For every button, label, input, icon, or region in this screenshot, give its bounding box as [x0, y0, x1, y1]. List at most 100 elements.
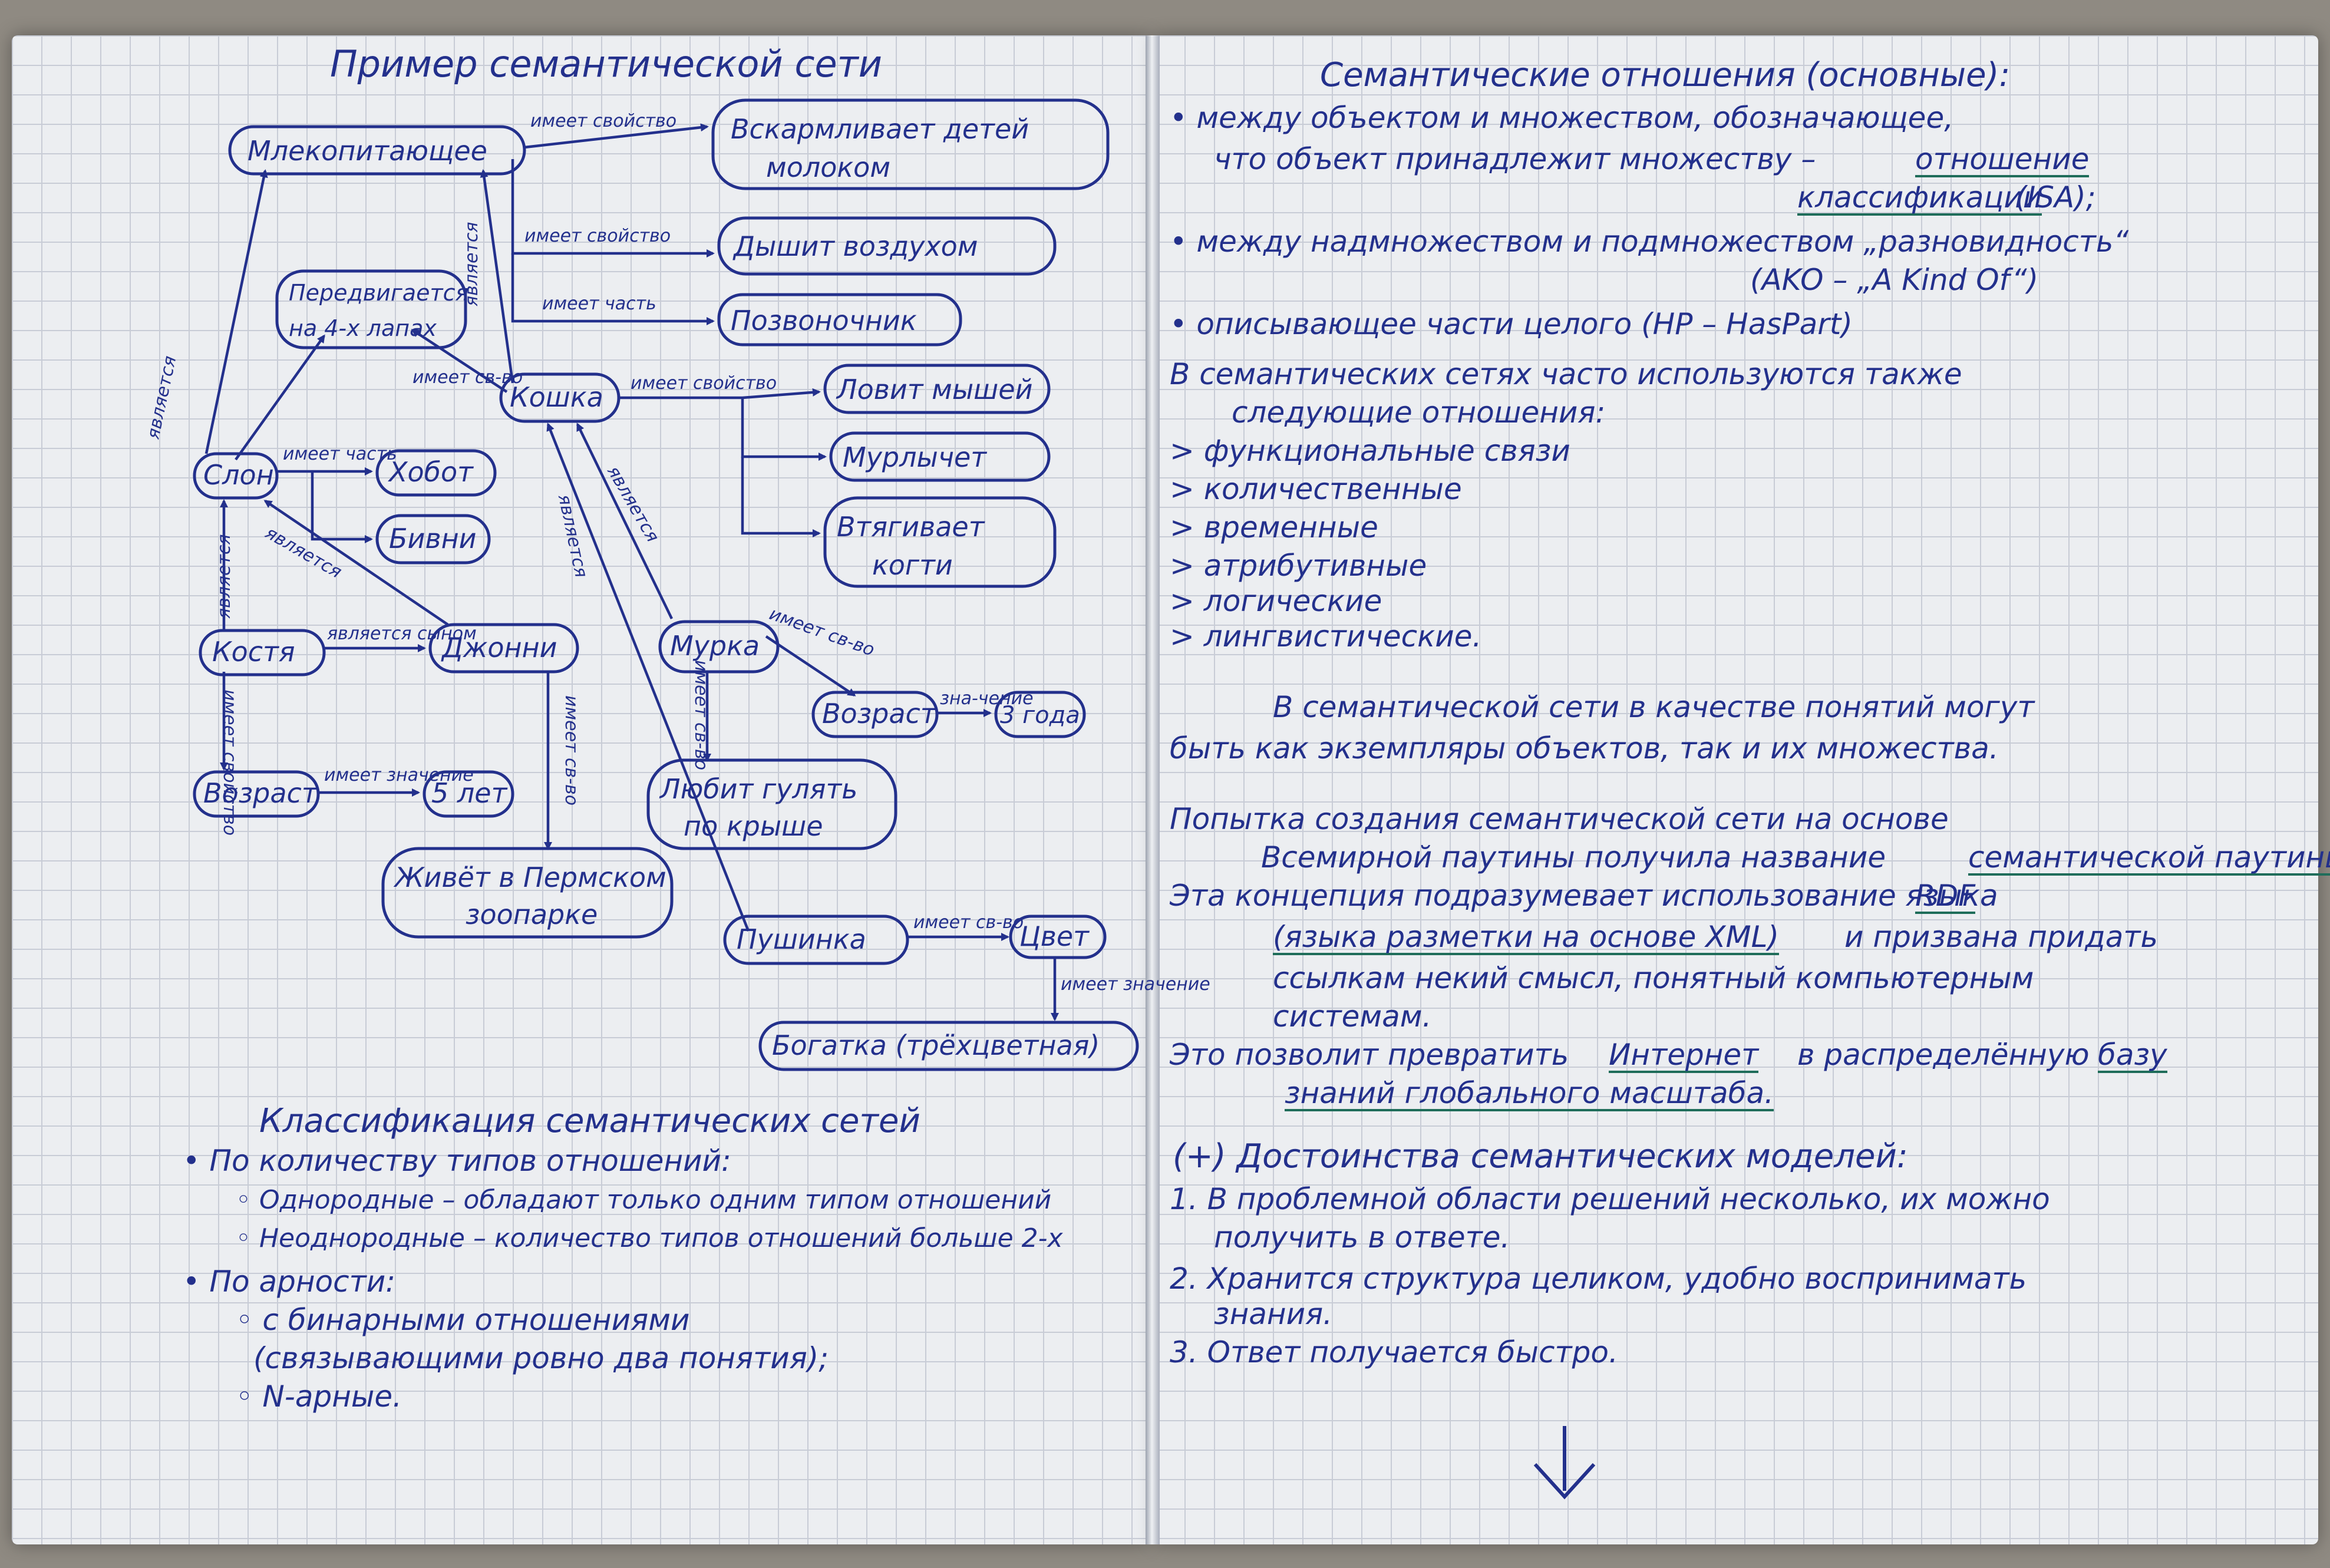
- node-label: Дышит воздухом: [732, 230, 978, 262]
- also-text: следующие отношения:: [1232, 395, 1606, 430]
- label-has-property: имеет св-во: [913, 912, 1024, 933]
- list-item: > функциональные связи: [1170, 434, 1570, 468]
- node-label: Ловит мышей: [836, 374, 1032, 405]
- label-is-relative: является сыном: [327, 623, 477, 644]
- edge-murka-age: [765, 635, 856, 696]
- relation-item: • между объектом и множеством, обозначаю…: [1170, 101, 1954, 135]
- node-claws: Втягивает когти: [823, 496, 1057, 588]
- semantic-web-term: семантической паутины.: [1968, 843, 2330, 876]
- node-elephant: Слон: [193, 452, 279, 500]
- classification-subitem: ◦ Однородные – обладают только одним тип…: [236, 1185, 1052, 1215]
- node-four-legs: Передвигается на 4-х лапах: [275, 269, 468, 349]
- node-label: Пушинка: [737, 923, 866, 955]
- rdf-term: RDF: [1915, 879, 1976, 914]
- edge-cat-purrs: [741, 398, 827, 461]
- advantages-title: (+) Достоинства семантических моделей:: [1173, 1137, 1908, 1176]
- notebook-left-page: [12, 35, 1149, 1544]
- semantic-web-text: Попытка создания семантической сети на о…: [1170, 802, 1949, 836]
- node-tusks: Бивни: [375, 514, 491, 565]
- edge-johnny-elephant: [263, 500, 449, 626]
- node-label: когти: [872, 549, 953, 581]
- internet-term: Интернет: [1609, 1038, 1759, 1073]
- label-has-value: имеет значение: [1061, 974, 1210, 995]
- edge-pushinka-cat: [546, 422, 750, 932]
- node-feeds-milk: Вскармливает детей молоком: [711, 98, 1110, 190]
- notebook-right-page: [1155, 35, 2318, 1544]
- node-calico: Богатка (трёхцветная): [758, 1021, 1139, 1071]
- relation-line: (ISA);: [2015, 180, 2096, 214]
- node-five-years: 5 лет: [423, 770, 514, 818]
- semantic-web-text: Всемирной паутины получила название: [1261, 840, 1886, 874]
- node-label: по крыше: [684, 810, 823, 842]
- node-label: Джонни: [441, 632, 557, 663]
- label-has-property: имеет свойство: [631, 373, 777, 394]
- node-label: Цвет: [1019, 920, 1090, 952]
- list-item: > лингвистические.: [1170, 619, 1482, 653]
- internet-text: знаний глобального масштаба.: [1285, 1076, 1774, 1111]
- classification-title: Классификация семантических сетей: [259, 1102, 920, 1140]
- node-age-kostya: Возраст: [193, 770, 320, 818]
- node-perm-zoo: Живёт в Пермском зоопарке: [381, 847, 674, 939]
- node-label: на 4-х лапах: [289, 315, 437, 341]
- relations-title: Семантические отношения (основные):: [1320, 56, 2011, 94]
- relation-item: • между надмножеством и подмножеством „р…: [1170, 225, 2129, 259]
- also-text: В семантических сетях часто используются…: [1170, 357, 1962, 391]
- node-label: Кошка: [510, 381, 603, 413]
- list-item: > атрибутивные: [1170, 549, 1427, 583]
- node-label: Костя: [212, 636, 295, 668]
- label-has-property: имеет свойство: [219, 689, 240, 836]
- label-has-property: имеет св-во: [767, 603, 877, 661]
- label-is-a: является: [554, 493, 592, 580]
- node-label: Вскармливает детей: [731, 113, 1029, 145]
- relation-term: классификации: [1797, 180, 2042, 216]
- advantage-item: 3. Ответ получается быстро.: [1170, 1335, 1618, 1369]
- node-label: молоком: [766, 151, 890, 183]
- classification-subitem: ◦ N-арные.: [236, 1379, 402, 1414]
- node-label: Слон: [203, 459, 274, 491]
- edge-labels: имеет свойство имеет свойство имеет част…: [143, 111, 1210, 995]
- concepts-text: В семантической сети в качестве понятий …: [1273, 690, 2035, 724]
- node-label: Бивни: [389, 523, 477, 554]
- node-kostya: Костя: [199, 629, 326, 676]
- node-purrs: Мурлычет: [829, 431, 1051, 482]
- advantage-item: получить в ответе.: [1214, 1220, 1510, 1255]
- node-johnny: Джонни: [428, 623, 579, 674]
- node-label: Хобот: [388, 456, 474, 488]
- edge-elephant-tusks: [311, 471, 373, 543]
- notebook-spine: [1146, 35, 1160, 1544]
- node-likes-roofs: Любит гулять по крыше: [646, 758, 897, 850]
- label-has-property: имеет св-во: [561, 695, 582, 806]
- edge-mammal-feeds: [524, 123, 709, 149]
- node-spine: Позвоночник: [717, 293, 962, 346]
- label-has-part: имеет часть: [542, 293, 656, 314]
- diagram-title: Пример семантической сети: [330, 42, 882, 85]
- label-has-value: имеет значение: [324, 765, 474, 785]
- label-has-part: имеет часть: [283, 444, 397, 464]
- edge-elephant-mammal: [204, 169, 268, 454]
- node-label: Возраст: [822, 698, 937, 729]
- advantage-item: 1. В проблемной области решений нескольк…: [1170, 1182, 2050, 1216]
- node-label: Мурлычет: [843, 441, 987, 473]
- label-is-a: является: [603, 463, 663, 546]
- internet-term: базу: [2098, 1038, 2167, 1073]
- node-three-years: 3 года: [994, 691, 1086, 738]
- concepts-text: быть как экземпляры объектов, так и их м…: [1170, 731, 1999, 765]
- node-breathes-air: Дышит воздухом: [717, 216, 1057, 276]
- edge-elephant-fourlegs: [235, 334, 325, 461]
- advantage-item: знания.: [1214, 1297, 1333, 1331]
- node-label: Мурка: [670, 630, 760, 662]
- node-label: Живёт в Пермском: [393, 861, 666, 893]
- label-has-property: имеет св-во: [691, 660, 711, 770]
- advantage-item: 2. Хранится структура целиком, удобно во…: [1170, 1262, 2027, 1296]
- edge-cat-mammal: [480, 169, 514, 384]
- node-pushinka: Пушинка: [723, 915, 909, 965]
- node-color: Цвет: [1009, 915, 1107, 959]
- rdf-text: Эта концепция подразумевает использовани…: [1170, 879, 1998, 913]
- list-item: > логические: [1170, 584, 1382, 618]
- node-age-murka: Возраст: [811, 691, 939, 738]
- node-label: зоопарке: [466, 899, 598, 930]
- node-label: Передвигается: [289, 280, 468, 306]
- relation-line: (AKO – „A Kind Of“): [1750, 263, 2039, 297]
- relation-line: что объект принадлежит множеству –: [1214, 142, 1816, 176]
